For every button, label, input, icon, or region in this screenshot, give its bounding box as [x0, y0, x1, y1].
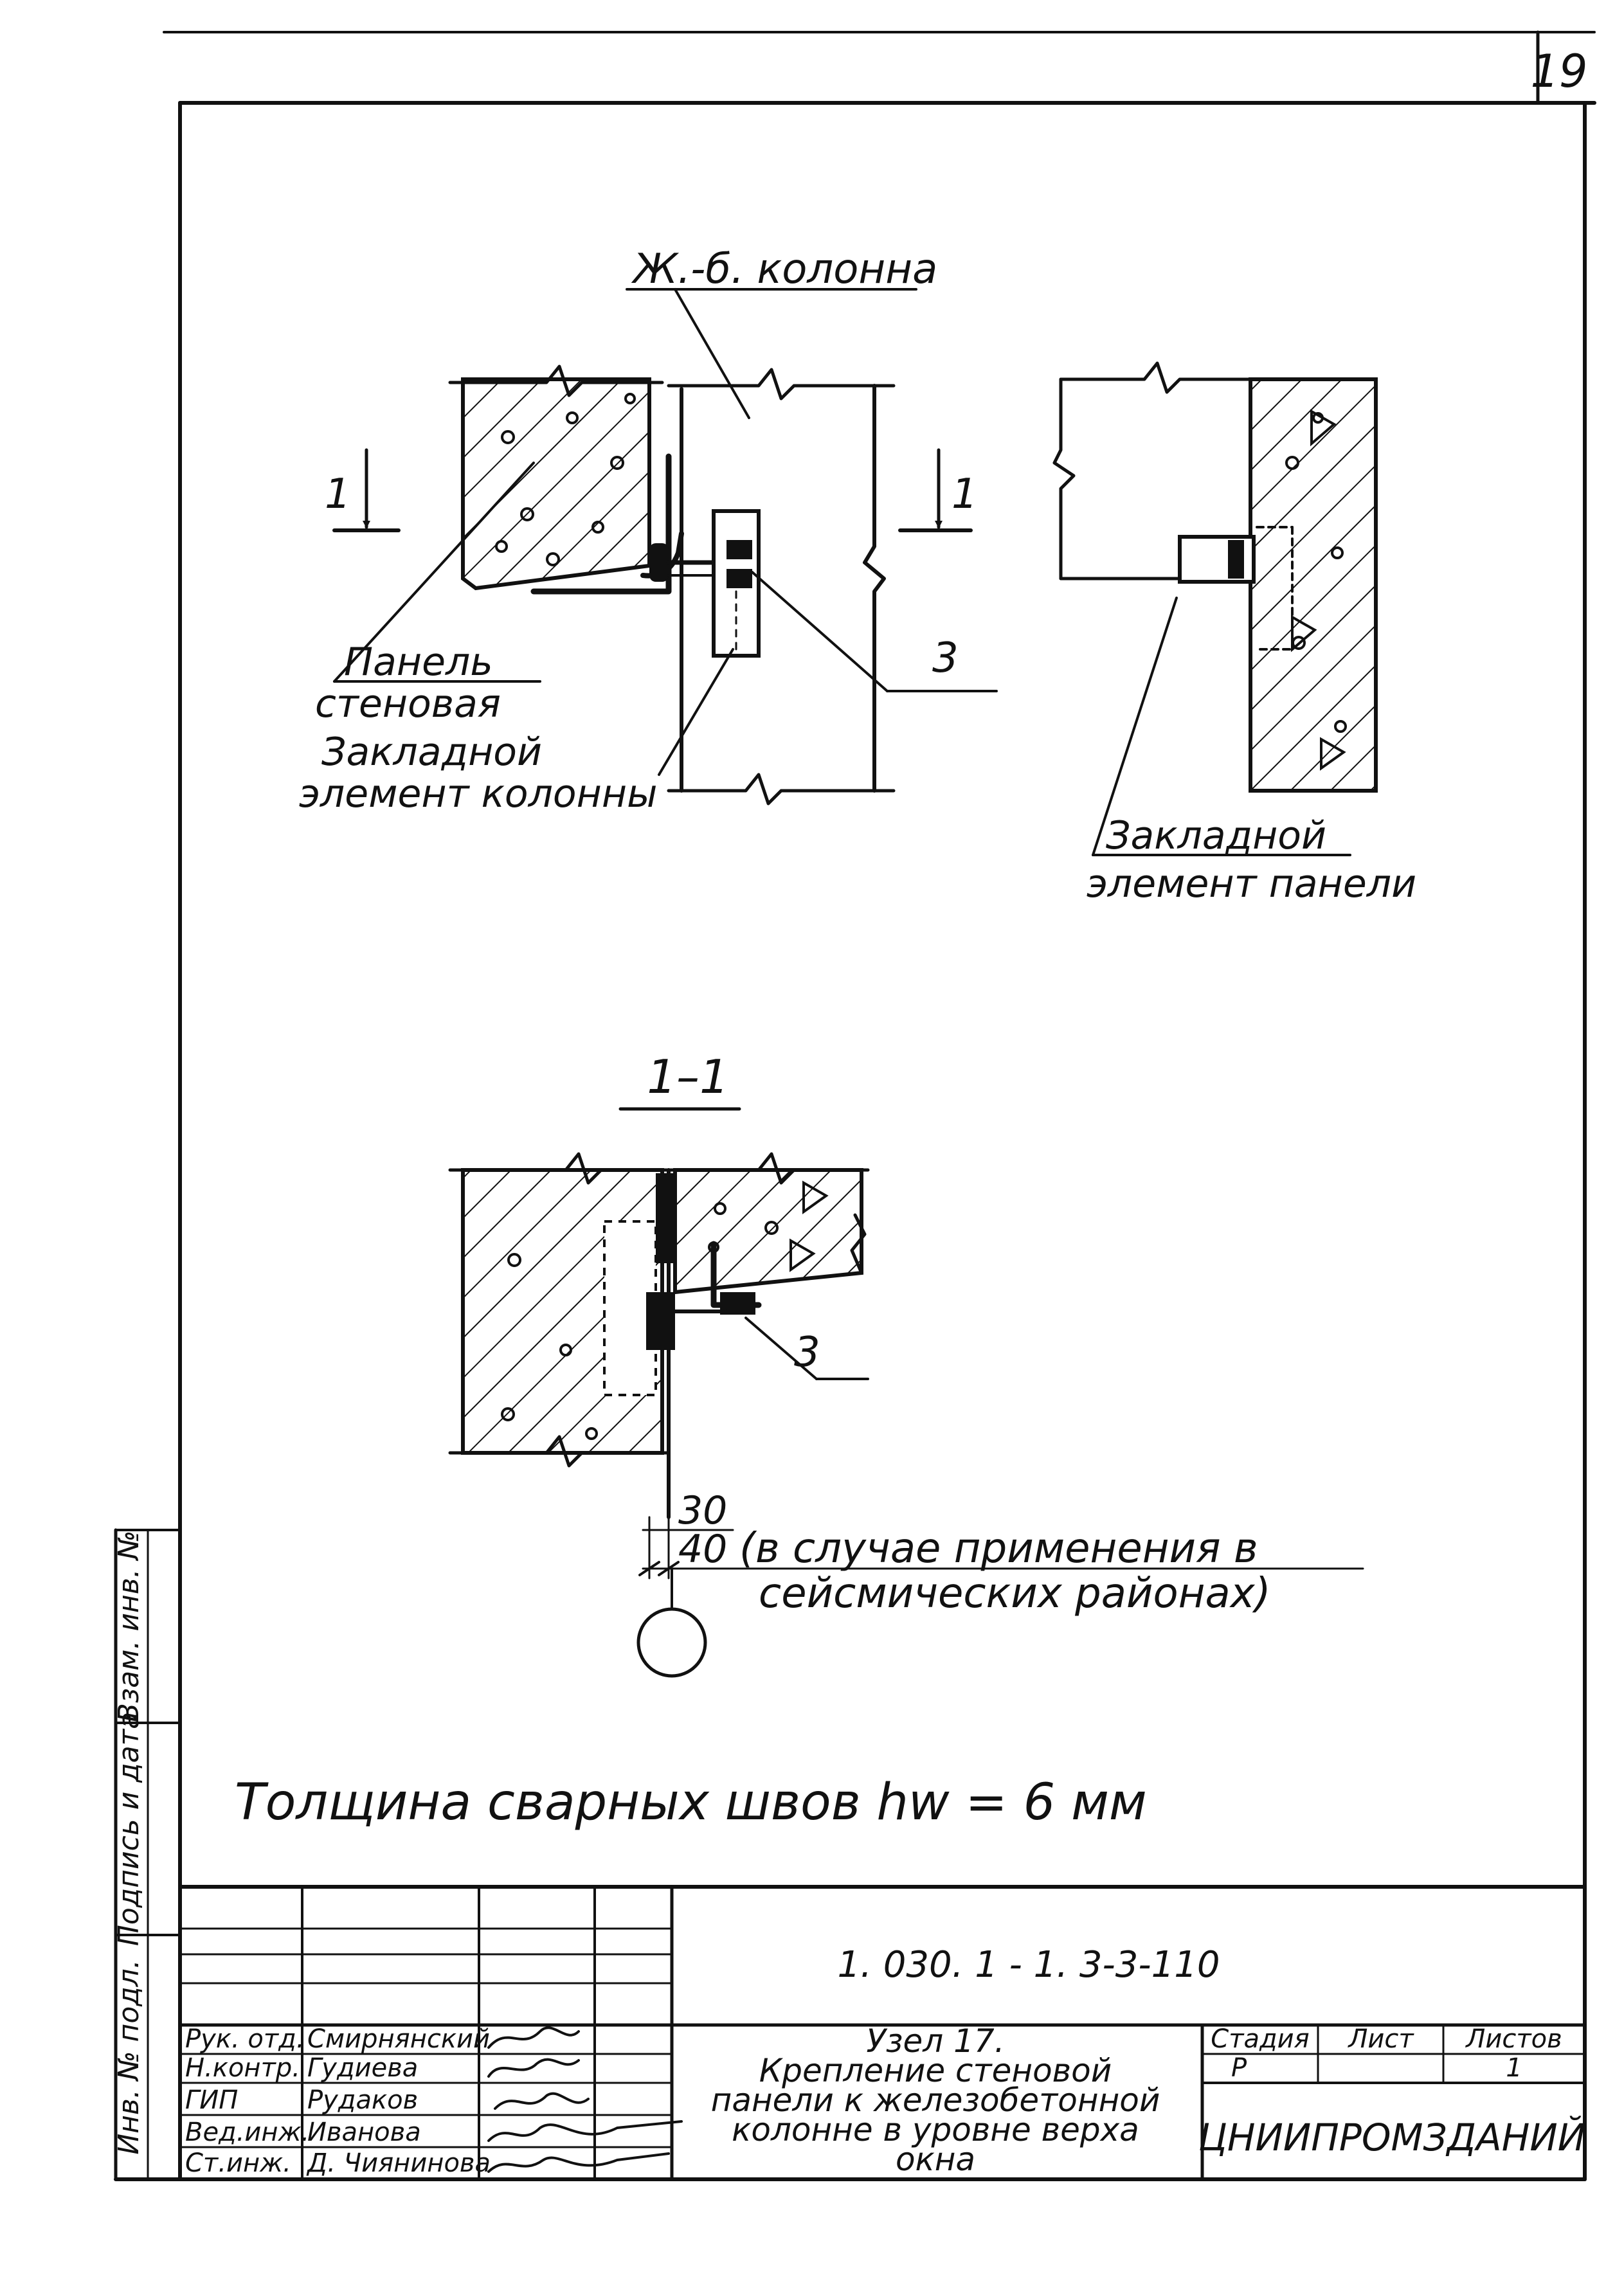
sheet-frame	[114, 30, 1596, 2181]
wall-panel-section	[461, 377, 651, 591]
title-line-4: колонне в уровне верха	[732, 2111, 1139, 2148]
sheet-header: Лист	[1347, 2024, 1414, 2054]
sheets-value: 1	[1506, 2053, 1522, 2083]
staff-role-0: Рук. отд.	[185, 2024, 305, 2054]
staff-name-1: Гудиева	[307, 2053, 418, 2083]
staff-name-2: Рудаков	[307, 2085, 418, 2115]
label-panel-line1: Панель	[344, 640, 493, 685]
title-line-1: Узел 17.	[866, 2022, 1004, 2060]
staff-role-1: Н.контр.	[185, 2053, 300, 2083]
cut-mark-right: 1	[952, 471, 978, 518]
staff-name-4: Д. Чиянинова	[306, 2148, 491, 2178]
side-stamp-inv-original: Инв. № подл.	[113, 1959, 145, 2155]
side-stamp-sign-date: Подпись и дата	[113, 1712, 145, 1946]
dim-30: 30	[678, 1488, 727, 1533]
staff-role-2: ГИП	[185, 2085, 238, 2115]
callout-3a: 3	[932, 634, 959, 682]
label-embed-panel-line2: элемент панели	[1087, 861, 1416, 906]
section-title: 1–1	[647, 1050, 729, 1104]
detail-panel-column	[332, 288, 998, 806]
column-side-section	[1249, 377, 1378, 793]
title-line-5: окна	[896, 2141, 975, 2178]
staff-name-0: Смирнянский	[307, 2024, 490, 2054]
callout-3b: 3	[794, 1329, 820, 1376]
stage-value: Р	[1231, 2053, 1247, 2083]
doc-code: 1. 030. 1 - 1. 3-3-110	[838, 1944, 1220, 1986]
label-embed-column-line1: Закладной	[321, 730, 542, 775]
gridline-axis-marker	[636, 1607, 707, 1678]
label-panel-line2: стеновая	[315, 681, 501, 726]
label-column: Ж.-б. колонна	[631, 246, 937, 293]
dim-40: 40	[678, 1527, 727, 1572]
label-embed-column-line2: элемент колонны	[299, 771, 657, 816]
section-1-1	[448, 1152, 1364, 1678]
sheet-number: 19	[1530, 45, 1587, 98]
side-stamp: Взам. инв. № Подпись и дата Инв. № подл.	[113, 1528, 181, 2181]
signatures	[487, 2026, 683, 2173]
title-block	[178, 1885, 1587, 2181]
stage-header: Стадия	[1211, 2024, 1309, 2054]
title-line-3: панели к железобетонной	[711, 2082, 1160, 2119]
label-embed-panel-line1: Закладной	[1106, 813, 1326, 858]
title-line-2: Крепление стеновой	[759, 2052, 1112, 2089]
sheets-header: Листов	[1465, 2024, 1562, 2054]
detail-side-view	[1052, 361, 1378, 856]
weld-thickness-note: Толщина сварных швов hw = 6 мм	[235, 1774, 1147, 1832]
staff-role-4: Ст.инж.	[185, 2148, 291, 2178]
seismic-note-line1: (в случае применения в	[739, 1525, 1258, 1572]
cut-mark-left: 1	[325, 471, 351, 518]
organization-name: ЦНИИПРОМЗДАНИЙ	[1198, 2115, 1585, 2159]
side-stamp-replace-inv: Взам. инв. №	[113, 1531, 145, 1723]
staff-name-3: Иванова	[307, 2118, 421, 2147]
seismic-note-line2: сейсмических районах)	[759, 1570, 1271, 1617]
staff-role-3: Вед.инж.	[185, 2118, 309, 2147]
